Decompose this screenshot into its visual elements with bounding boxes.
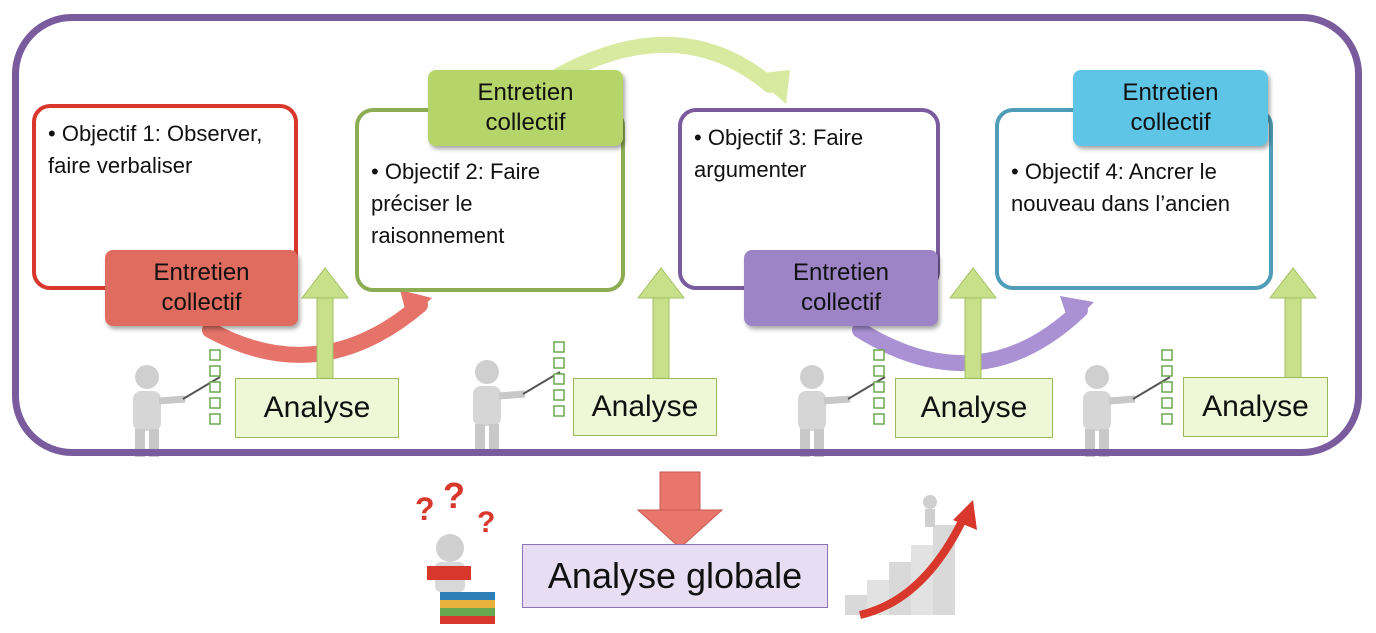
svg-text:?: ? xyxy=(477,506,495,539)
up-arrow xyxy=(636,267,686,381)
analyse-box-4: Analyse xyxy=(1183,377,1328,437)
objective-text: Objectif 4: Ancrer le nouveau dans l’anc… xyxy=(1011,159,1230,216)
down-arrow xyxy=(636,471,724,549)
entretien-line2: collectif xyxy=(1130,109,1211,136)
process-frame xyxy=(12,14,1362,456)
objective-text: Objectif 3: Faire argumenter xyxy=(694,125,864,182)
entretien-box-4: Entretien collectif xyxy=(1073,70,1268,146)
entretien-line1: Entretien xyxy=(792,259,890,286)
reader-questions-icon: ? ? ? xyxy=(415,475,495,624)
svg-text:?: ? xyxy=(443,475,465,516)
objective-text: Objectif 2: Faire préciser le raisonneme… xyxy=(371,159,541,248)
svg-text:?: ? xyxy=(415,491,435,527)
entretien-box-3: Entretien collectif xyxy=(744,250,938,326)
entretien-line1: Entretien xyxy=(153,259,250,286)
objective-box-2: • Objectif 2: Faire préciser le raisonne… xyxy=(355,108,625,292)
entretien-line2: collectif xyxy=(485,109,566,136)
teacher-pointing-icon xyxy=(798,365,886,457)
growth-stairs-icon xyxy=(845,495,977,619)
entretien-line1: Entretien xyxy=(1122,79,1219,106)
up-arrow xyxy=(1268,267,1318,381)
entretien-box-2: Entretien collectif xyxy=(428,70,623,146)
teacher-pointing-icon xyxy=(133,365,221,457)
up-arrow xyxy=(300,267,350,381)
analyse-box-2: Analyse xyxy=(573,378,717,436)
objective-text: Objectif 1: Observer, faire verbaliser xyxy=(48,121,263,178)
entretien-box-1: Entretien collectif xyxy=(105,250,298,326)
entretien-line2: collectif xyxy=(800,289,882,316)
analyse-box-3: Analyse xyxy=(895,378,1053,438)
analyse-box-1: Analyse xyxy=(235,378,399,438)
checklist-icon xyxy=(209,341,1173,425)
teacher-pointing-icon xyxy=(1083,365,1171,457)
curved-arrow-2 xyxy=(552,36,790,104)
up-arrow xyxy=(948,267,998,381)
entretien-line1: Entretien xyxy=(477,79,574,106)
analyse-globale-box: Analyse globale xyxy=(522,544,828,608)
entretien-line2: collectif xyxy=(161,289,242,316)
